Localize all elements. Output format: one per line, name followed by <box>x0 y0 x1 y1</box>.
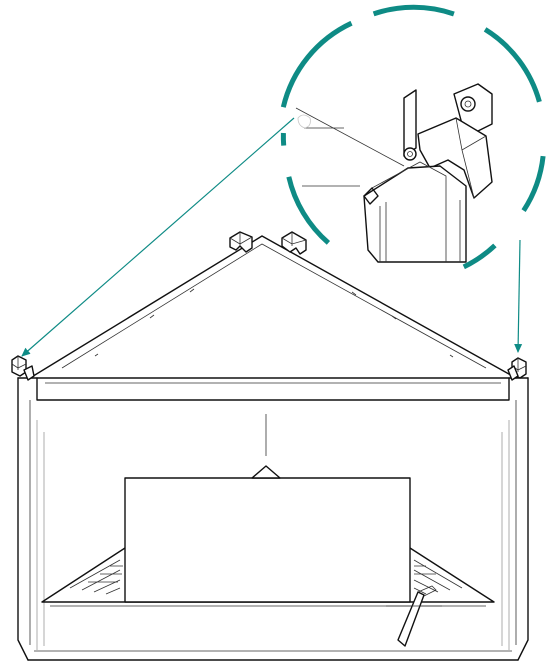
top-bracket-left <box>229 231 253 253</box>
hood-panel <box>29 235 517 379</box>
bracket-detail-icon <box>363 83 493 263</box>
callout-arrow-left <box>21 117 295 357</box>
glass-panel <box>124 465 411 603</box>
corner-clip-left <box>11 355 35 381</box>
detail-view <box>295 83 493 263</box>
housing-body <box>17 377 529 661</box>
top-bracket-right <box>281 231 307 255</box>
lever-handle <box>386 585 442 647</box>
detail-callout <box>21 4 546 357</box>
callout-arrow-right <box>514 239 523 353</box>
corner-clip-right <box>507 357 527 381</box>
